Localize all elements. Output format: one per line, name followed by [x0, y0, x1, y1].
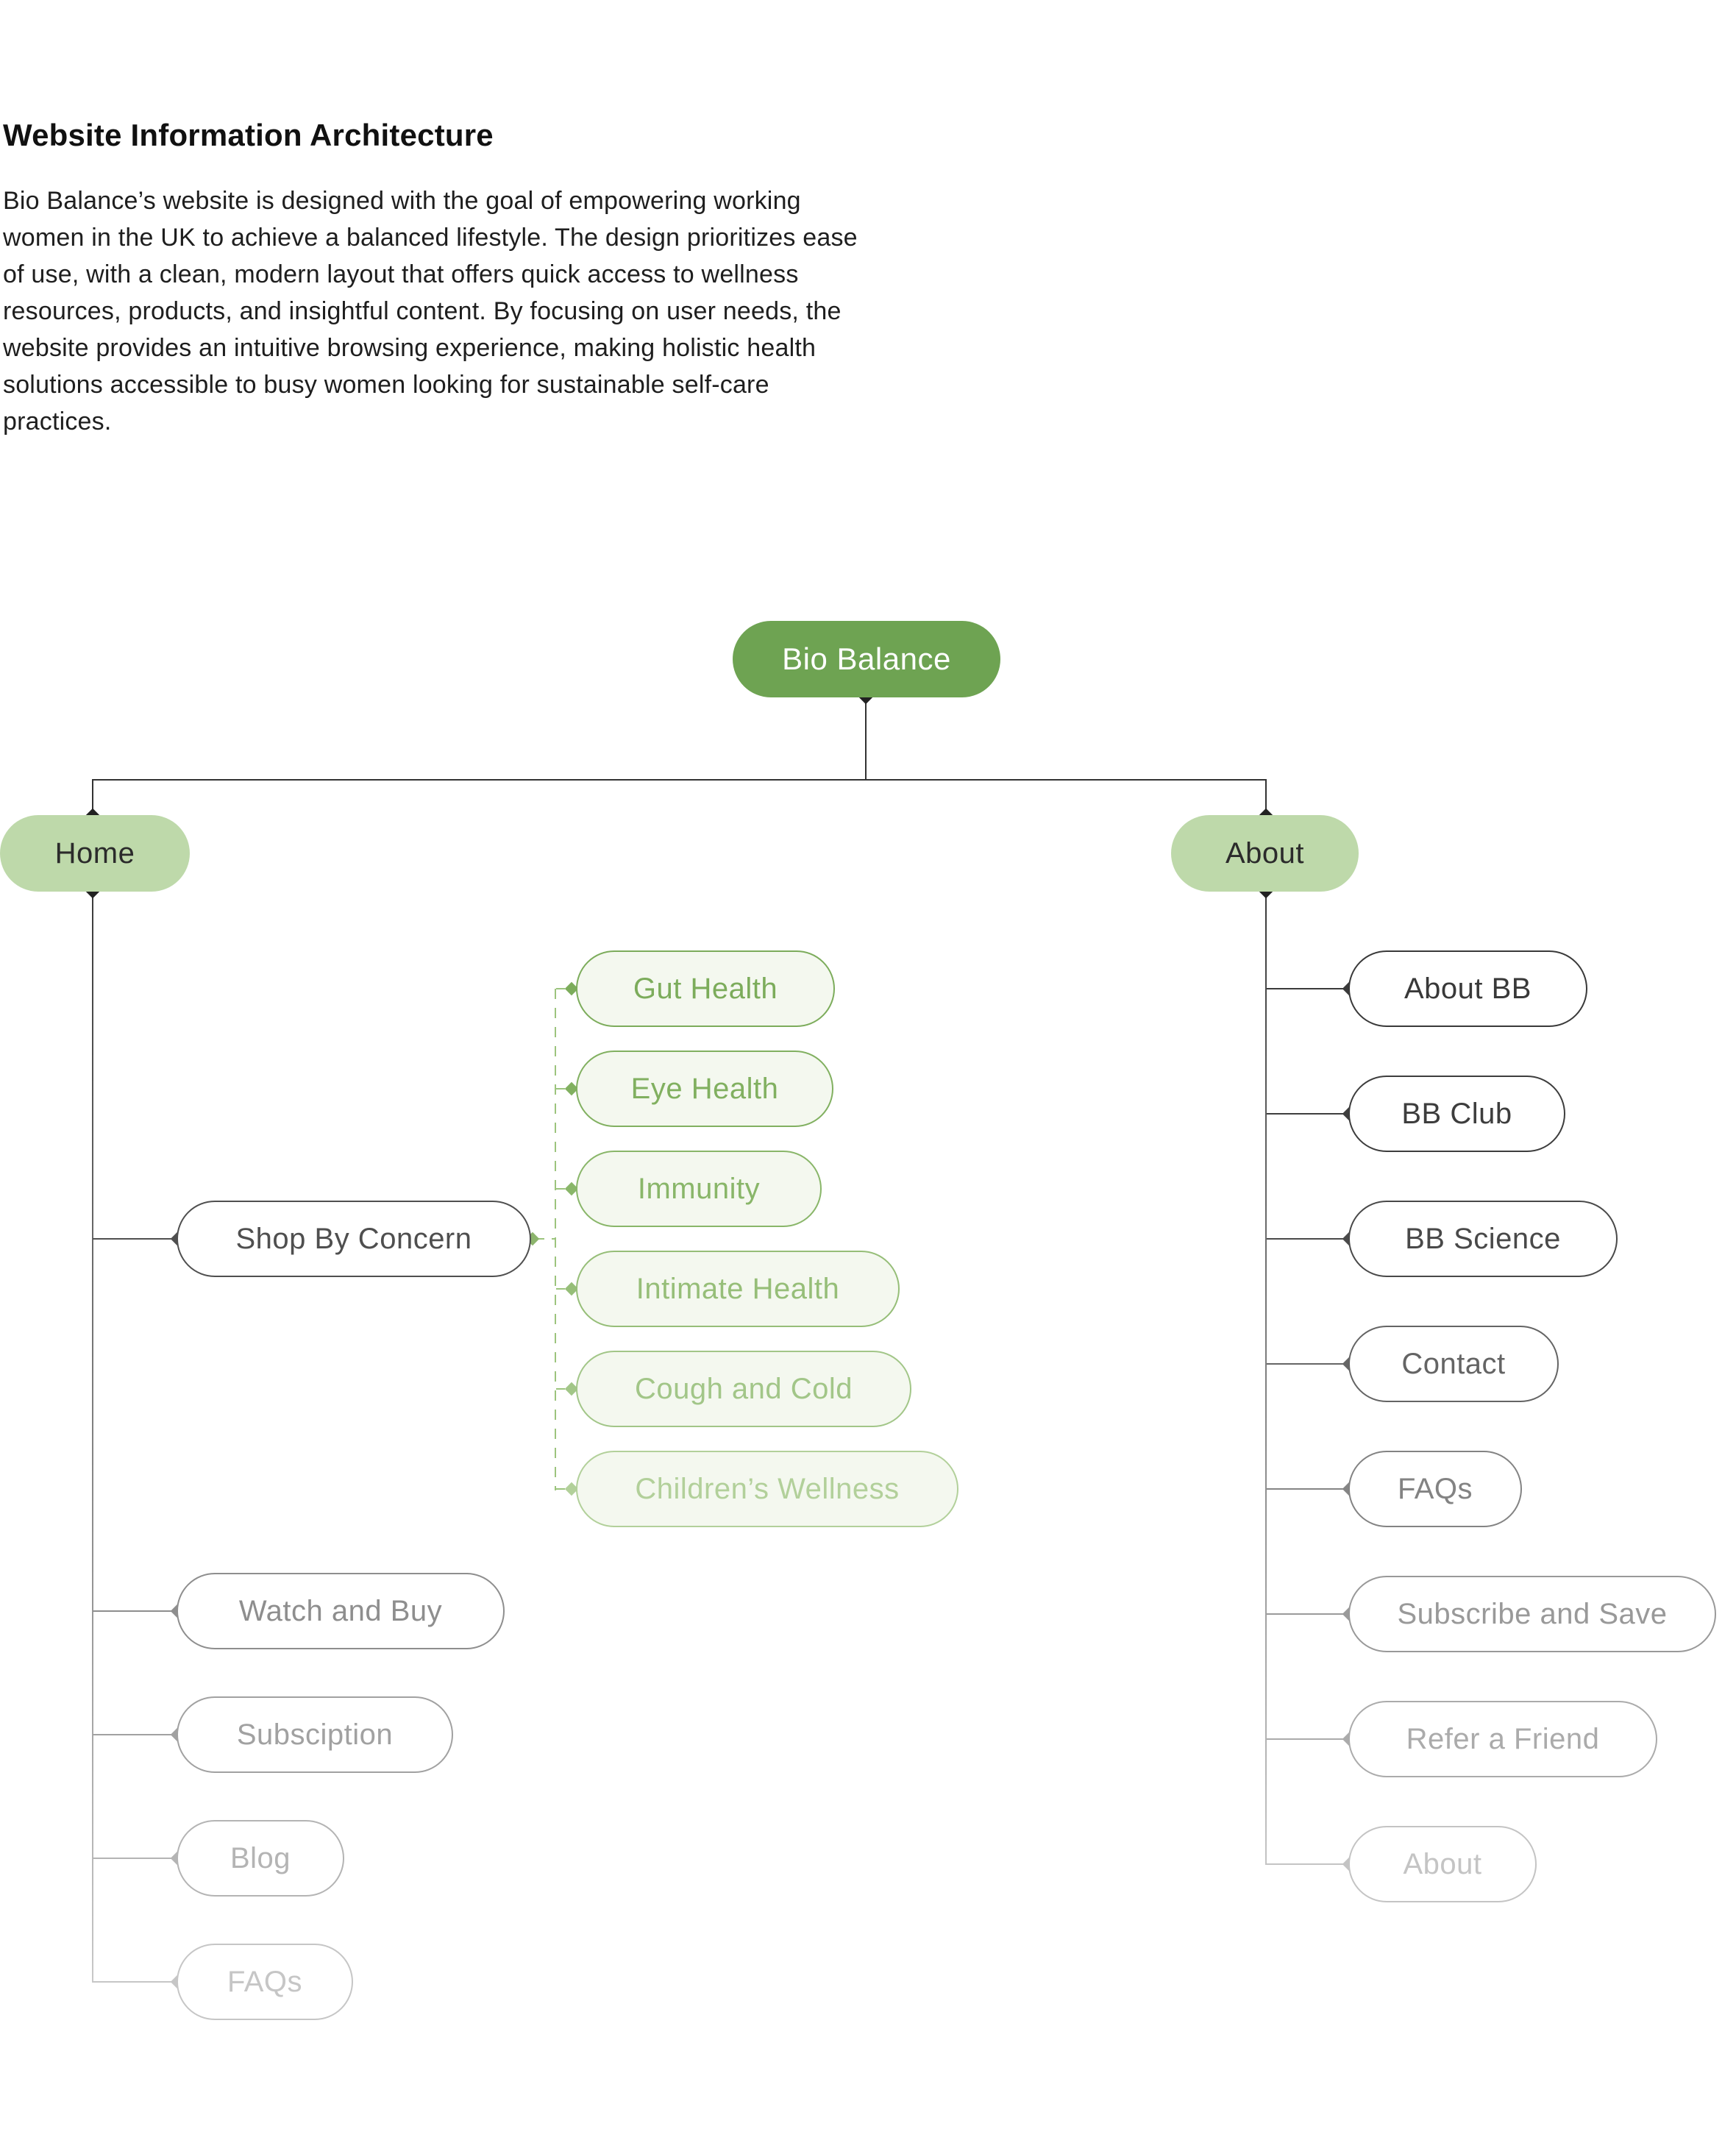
- connector-line: [93, 1858, 177, 1859]
- connector-line: [93, 1610, 177, 1612]
- page-title: Website Information Architecture: [3, 118, 494, 152]
- node-intimate-health[interactable]: Intimate Health: [576, 1251, 900, 1327]
- dashed-branch-spine: [555, 989, 556, 1490]
- node-cough-and-cold[interactable]: Cough and Cold: [576, 1351, 911, 1427]
- dashed-connector-line: [556, 1288, 568, 1290]
- home-branch-spine: [92, 892, 93, 1983]
- node-shop-by-concern[interactable]: Shop By Concern: [177, 1201, 531, 1277]
- node-childrens-wellness[interactable]: Children’s Wellness: [576, 1451, 958, 1527]
- node-eye-health[interactable]: Eye Health: [576, 1051, 833, 1127]
- node-faqs-home[interactable]: FAQs: [177, 1944, 353, 2020]
- connector-line: [1267, 988, 1348, 989]
- trunk-line: [92, 779, 1267, 781]
- root-connector-line: [865, 697, 867, 780]
- node-about-bb[interactable]: About BB: [1348, 950, 1587, 1027]
- dashed-connector-line: [556, 988, 568, 989]
- connector-line: [1267, 1863, 1348, 1865]
- dashed-connector-line: [556, 1488, 568, 1490]
- connector-line: [1267, 1488, 1348, 1490]
- node-bio-balance[interactable]: Bio Balance: [733, 621, 1000, 697]
- connector-line: [1267, 1738, 1348, 1740]
- about-branch-spine: [1265, 892, 1267, 1865]
- connector-line: [93, 1981, 177, 1983]
- dashed-connector-line: [556, 1388, 568, 1390]
- dashed-connector-line: [556, 1188, 568, 1190]
- node-watch-and-buy[interactable]: Watch and Buy: [177, 1573, 505, 1649]
- connector-line: [1267, 1613, 1348, 1615]
- node-faqs-about[interactable]: FAQs: [1348, 1451, 1522, 1527]
- about-drop-line: [1265, 779, 1267, 815]
- dashed-connector-line: [556, 1088, 568, 1090]
- node-about[interactable]: About: [1171, 815, 1359, 892]
- home-drop-line: [92, 779, 93, 815]
- node-subscribe-and-save[interactable]: Subscribe and Save: [1348, 1576, 1716, 1652]
- node-immunity[interactable]: Immunity: [576, 1151, 822, 1227]
- node-refer-a-friend[interactable]: Refer a Friend: [1348, 1701, 1657, 1777]
- node-about-leaf[interactable]: About: [1348, 1826, 1537, 1902]
- node-gut-health[interactable]: Gut Health: [576, 950, 835, 1027]
- connector-line: [93, 1734, 177, 1735]
- node-blog[interactable]: Blog: [177, 1820, 344, 1897]
- node-contact[interactable]: Contact: [1348, 1326, 1559, 1402]
- connector-line: [93, 1238, 177, 1240]
- connector-line: [1267, 1363, 1348, 1365]
- connector-line: [1267, 1113, 1348, 1115]
- node-home[interactable]: Home: [0, 815, 190, 892]
- connector-line: [1267, 1238, 1348, 1240]
- dashed-connector-line: [536, 1238, 555, 1240]
- node-bb-club[interactable]: BB Club: [1348, 1076, 1565, 1152]
- intro-paragraph: Bio Balance’s website is designed with t…: [3, 187, 858, 436]
- node-subsciption[interactable]: Subsciption: [177, 1696, 453, 1773]
- node-bb-science[interactable]: BB Science: [1348, 1201, 1618, 1277]
